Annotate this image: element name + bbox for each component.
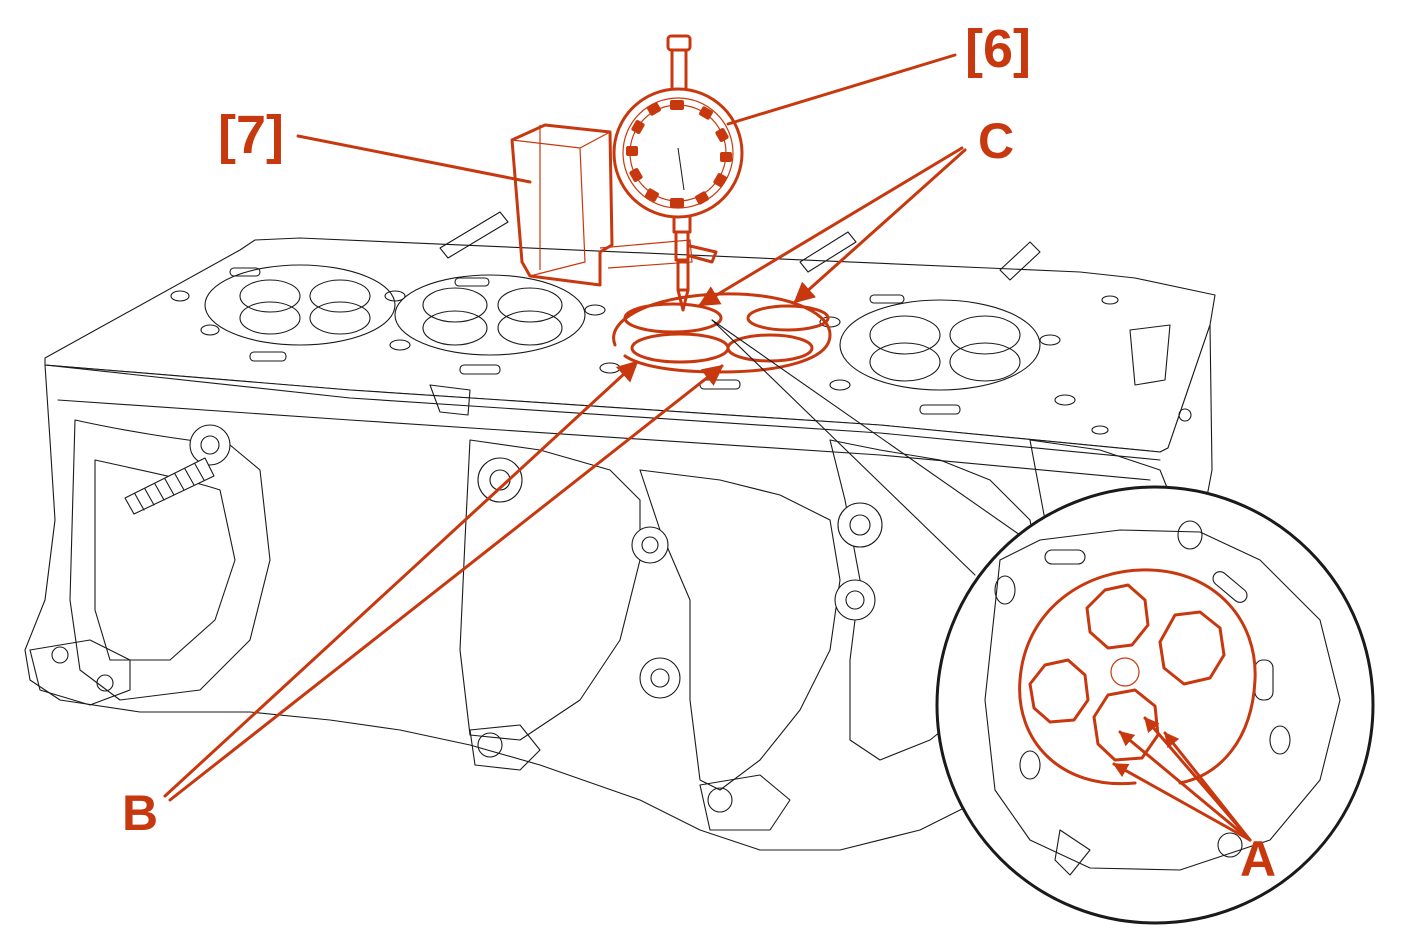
cylinder-head-body (24, 211, 1216, 851)
detail-valve-seats (1028, 583, 1226, 762)
callout-label-c: C (978, 113, 1015, 169)
ring-right-upper (746, 304, 830, 332)
callout-label-a: A (1240, 831, 1277, 887)
callout-leaders (163, 53, 967, 802)
dial-gauge-assembly (510, 34, 744, 312)
dial-gauge-top-stem (670, 48, 688, 91)
threaded-stud (124, 457, 215, 515)
leader-6 (726, 53, 957, 126)
measurement-rings (612, 292, 832, 374)
dial-gauge-bezel (612, 87, 744, 219)
magnetic-stand (510, 123, 614, 287)
callout-label-b: B (122, 785, 159, 841)
deck-edge-line (44, 364, 1161, 461)
zoom-leaders (711, 319, 1021, 576)
detail-chamber-outline (1018, 568, 1257, 786)
top-studs (439, 211, 1041, 281)
outer-ring (612, 292, 832, 374)
leader-b-2 (168, 364, 724, 802)
deck-holes (170, 267, 1171, 435)
leader-c-1 (698, 146, 964, 307)
callout-ref-6: [6] (965, 19, 1031, 79)
deck-edge-line-2 (57, 399, 1151, 481)
dial-gauge-markings (626, 100, 732, 208)
leader-b-1 (163, 360, 639, 798)
side-features (29, 408, 1192, 831)
detail-view (935, 485, 1375, 925)
dial-gauge-plunger (672, 215, 692, 234)
combustion-chambers (204, 264, 1041, 391)
leader-c-2 (793, 148, 967, 304)
callout-ref-7: [7] (218, 105, 284, 165)
leader-7 (296, 134, 532, 184)
